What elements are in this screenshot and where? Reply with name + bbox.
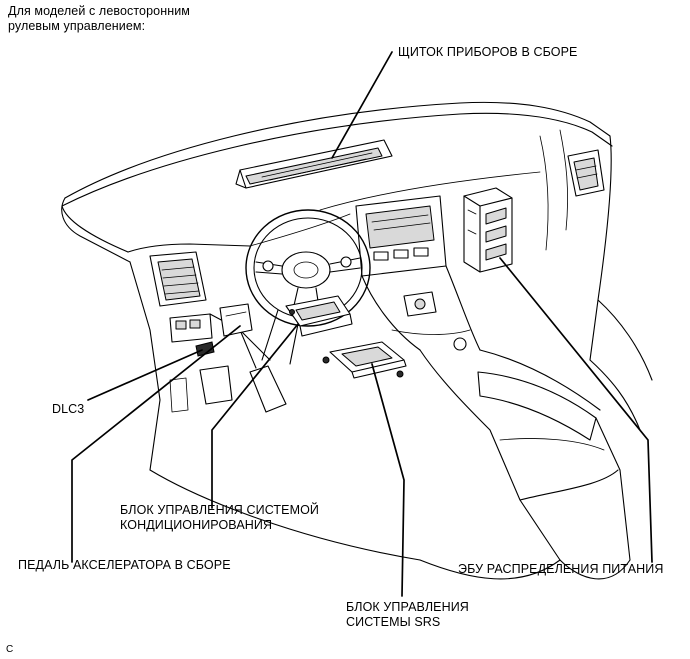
label-ac-control: БЛОК УПРАВЛЕНИЯ СИСТЕМОЙ КОНДИЦИОНИРОВАН… [120,503,319,533]
label-ac-control-line2: КОНДИЦИОНИРОВАНИЯ [120,518,273,532]
center-console [419,349,631,580]
label-srs-line1: БЛОК УПРАВЛЕНИЯ [346,600,469,614]
label-srs-line2: СИСТЕМЫ SRS [346,615,441,629]
right-air-vent [567,149,605,197]
ac-control-unit [285,295,353,337]
leader-accel-pedal [71,325,241,563]
instrument-cluster [235,139,393,189]
label-power-ecu: ЭБУ РАСПРЕДЕЛЕНИЯ ПИТАНИЯ [458,562,664,576]
label-accel-pedal: ПЕДАЛЬ АКСЕЛЕРАТОРА В СБОРЕ [18,558,231,572]
leader-srs [371,363,405,597]
model-note: Для моделей с левосторонним рулевым упра… [8,4,190,34]
leader-ac-control [211,323,299,509]
steering-wheel [245,209,371,365]
left-air-vent [149,251,213,343]
pedal-area [129,261,421,561]
leader-dlc3 [87,349,203,401]
corner-mark: C [6,644,14,655]
label-instrument-panel: ЩИТОК ПРИБОРОВ В СБОРЕ [398,45,578,59]
leader-instrument-panel [331,51,393,159]
model-note-line2: рулевым управлением: [8,19,146,33]
model-note-line1: Для моделей с левосторонним [8,4,190,18]
power-distribution-ecu [463,187,513,273]
center-stack [355,195,481,351]
dashboard-body [61,101,653,431]
label-dlc3: DLC3 [52,402,85,416]
leader-power-ecu [499,257,653,563]
leader-lines [71,51,653,597]
label-ac-control-line1: БЛОК УПРАВЛЕНИЯ СИСТЕМОЙ [120,503,320,517]
srs-control-unit [322,341,407,379]
label-srs: БЛОК УПРАВЛЕНИЯ СИСТЕМЫ SRS [346,600,469,630]
